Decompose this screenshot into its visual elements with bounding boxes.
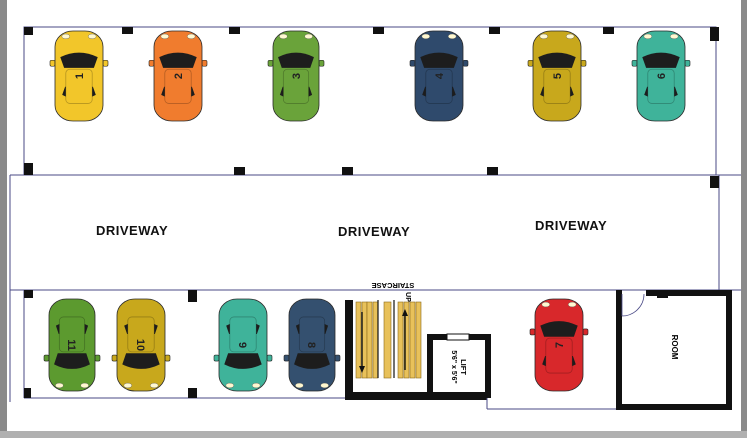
car-3: 3 bbox=[267, 30, 325, 122]
top-pillars bbox=[24, 27, 719, 188]
bottom-pillars bbox=[24, 290, 197, 398]
car-number-label: 3 bbox=[291, 73, 303, 79]
room-label: ROOM bbox=[670, 335, 679, 360]
car-number-label: 2 bbox=[173, 73, 185, 79]
car-number-label: 9 bbox=[236, 342, 248, 348]
driveway-label-left: DRIVEWAY bbox=[96, 223, 169, 238]
lift bbox=[446, 333, 470, 341]
car-1: 1 bbox=[49, 30, 109, 122]
car-number-label: 7 bbox=[554, 342, 566, 348]
car-5: 5 bbox=[527, 30, 587, 122]
left-edge-bar bbox=[0, 0, 7, 438]
car-10: 10 bbox=[111, 298, 171, 392]
car-number-label: 6 bbox=[656, 73, 668, 79]
driveway-label-right: DRIVEWAY bbox=[535, 218, 608, 233]
car-number-label: 1 bbox=[74, 73, 86, 79]
car-6: 6 bbox=[631, 30, 691, 122]
car-9: 9 bbox=[213, 298, 273, 392]
car-7: 7 bbox=[529, 298, 589, 392]
driveway-label-center: DRIVEWAY bbox=[338, 224, 411, 239]
car-8: 8 bbox=[283, 298, 341, 392]
car-2: 2 bbox=[148, 30, 208, 122]
car-number-label: 8 bbox=[305, 342, 317, 348]
cars-layer: 1 2 3 4 5 6 7 8 9 10 11 bbox=[43, 30, 691, 392]
car-number-label: 4 bbox=[434, 72, 446, 79]
car-number-label: 5 bbox=[552, 73, 564, 79]
car-4: 4 bbox=[409, 30, 469, 122]
top-parking-zone bbox=[23, 26, 717, 176]
right-edge-bar bbox=[741, 0, 747, 438]
staircase bbox=[345, 300, 491, 400]
room bbox=[616, 290, 732, 410]
car-number-label: 11 bbox=[65, 339, 77, 351]
car-number-label: 10 bbox=[134, 339, 146, 351]
bottom-edge-bar bbox=[0, 431, 747, 438]
car-11: 11 bbox=[43, 298, 101, 392]
staircase-label: STAIRCASE bbox=[372, 281, 415, 290]
up-label: UP bbox=[404, 292, 411, 302]
lift-label: LIFT bbox=[459, 359, 468, 375]
lift-size-label: 5'6" x 5'6" bbox=[450, 350, 457, 383]
